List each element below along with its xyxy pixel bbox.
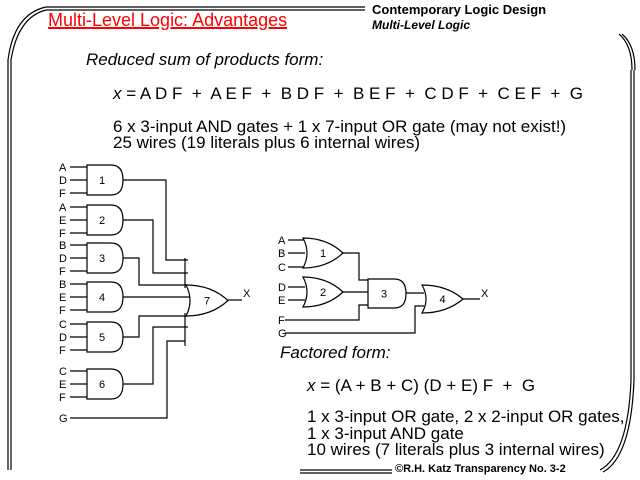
- input-label: D: [59, 175, 67, 187]
- gate-label: 3: [381, 289, 387, 301]
- eq-rhs: = (A + B + C) (D + E) F + G: [315, 376, 536, 395]
- factored-line-1: 1 x 3-input OR gate, 2 x 2-input OR gate…: [307, 407, 625, 426]
- and-gate: [86, 281, 124, 313]
- input-label: E: [59, 215, 66, 227]
- or-gate: [185, 284, 229, 317]
- input-label: D: [278, 282, 286, 294]
- input-label: B: [278, 248, 285, 260]
- wire: [123, 326, 188, 385]
- eq-rhs: = A D F + A E F + B D F + B E F + C D F …: [121, 84, 584, 103]
- input-label: E: [59, 292, 66, 304]
- wire: [123, 315, 188, 338]
- input-label: F: [59, 392, 66, 404]
- slide-title: Multi-Level Logic: Advantages: [48, 10, 288, 30]
- input-label: B: [59, 240, 66, 252]
- gate-label: 5: [99, 332, 105, 344]
- factored-line-3: 10 wires (7 literals plus 3 internal wir…: [307, 440, 605, 459]
- eq-lhs: x: [113, 84, 122, 103]
- input-label: A: [59, 162, 67, 174]
- input-label: E: [278, 295, 285, 307]
- input-label: F: [59, 228, 66, 240]
- or-gate: [302, 276, 344, 308]
- input-label: D: [59, 332, 67, 344]
- course-name: Contemporary Logic Design: [372, 2, 547, 17]
- input-label: C: [59, 366, 67, 378]
- sop-wires: 25 wires (19 literals plus 6 internal wi…: [113, 133, 421, 152]
- output-label: X: [481, 288, 489, 300]
- wire: [123, 257, 188, 286]
- gate-label: 2: [99, 215, 105, 227]
- factored-heading: Factored form:: [280, 343, 391, 362]
- or-gate: [302, 237, 344, 269]
- sop-equation: x = A D F + A E F + B D F + B E F + C D …: [113, 84, 583, 104]
- section-name: Multi-Level Logic: [372, 18, 471, 32]
- wire: [123, 219, 188, 274]
- gate-label: 1: [99, 175, 105, 187]
- gate-label: 4: [99, 292, 105, 304]
- and-gate: [86, 164, 124, 196]
- input-label: F: [59, 305, 66, 317]
- gate-label: 1: [320, 248, 326, 260]
- and-gate: [86, 321, 124, 353]
- input-label: F: [278, 315, 285, 327]
- wire: [70, 340, 185, 419]
- sop-gates: 6 x 3-input AND gates + 1 x 7-input OR g…: [113, 117, 567, 136]
- input-label: F: [59, 188, 66, 200]
- factored-line-2: 1 x 3-input AND gate: [307, 424, 464, 443]
- wire: [123, 179, 188, 261]
- gate-label: 4: [440, 294, 446, 306]
- footer-credit: ©R.H. Katz Transparency No. 3-2: [395, 463, 566, 475]
- gate-label: 2: [320, 287, 326, 299]
- or-gate: [420, 284, 464, 314]
- factored-equation: x = (A + B + C) (D + E) F + G: [307, 376, 535, 396]
- input-label: F: [59, 345, 66, 357]
- sop-heading: Reduced sum of products form:: [86, 50, 324, 69]
- input-label: A: [59, 202, 67, 214]
- wire: [285, 304, 368, 321]
- and-gate: [86, 242, 124, 274]
- gate-label: 7: [204, 296, 210, 308]
- eq-lhs: x: [307, 376, 316, 395]
- gate-label: 3: [99, 253, 105, 265]
- input-label: B: [59, 279, 66, 291]
- input-label: E: [59, 379, 66, 391]
- gate-label: 6: [99, 379, 105, 391]
- input-label: G: [278, 328, 287, 340]
- input-label: C: [59, 319, 67, 331]
- input-label: G: [59, 413, 68, 425]
- input-label: C: [278, 262, 286, 274]
- output-label: X: [243, 288, 251, 300]
- input-label: A: [278, 235, 286, 247]
- wire: [285, 305, 424, 334]
- input-label: F: [59, 266, 66, 278]
- input-label: D: [59, 253, 67, 265]
- and-gate: [86, 368, 124, 400]
- and-gate: [86, 204, 124, 236]
- wire: [343, 252, 368, 281]
